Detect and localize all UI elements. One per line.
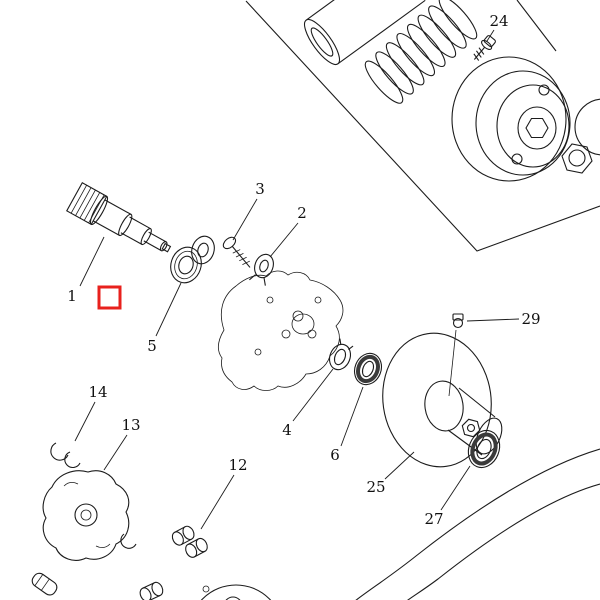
callout-label-13: 13 <box>121 416 140 434</box>
clip-14 <box>50 442 81 469</box>
callout-label-5: 5 <box>147 337 157 355</box>
panel-edge <box>245 0 600 252</box>
bolt-29-head <box>452 313 464 321</box>
callout-label-14: 14 <box>88 383 107 401</box>
leader-line-13 <box>103 434 128 471</box>
drive-belt <box>355 448 600 600</box>
leader-line-1 <box>79 236 105 287</box>
small-roller <box>139 581 164 600</box>
callout-label-27: 27 <box>424 510 443 528</box>
callout-label-12: 12 <box>228 456 247 474</box>
rollers-12 <box>171 525 208 558</box>
leader-line-6 <box>340 386 364 447</box>
panel-edge-top-right <box>516 0 557 52</box>
rear-washer <box>574 98 600 156</box>
leader-line-14 <box>74 401 96 442</box>
hub-nut <box>461 418 481 438</box>
clutch-housing <box>451 56 571 182</box>
callout-label-25: 25 <box>366 478 385 496</box>
leader-line-29 <box>466 318 520 322</box>
screw-24 <box>473 35 496 61</box>
spring-part <box>364 0 478 104</box>
callout-label-6: 6 <box>330 446 340 464</box>
callout-label-1: 1 <box>67 287 77 305</box>
weight-plate-13 <box>42 470 130 561</box>
callout-label-4: 4 <box>282 421 292 439</box>
shaft-assembly <box>66 182 172 253</box>
hex-nut <box>561 143 593 174</box>
bolt-29 <box>452 317 464 329</box>
bearing-part-5 <box>170 246 202 284</box>
panel-edge-lines <box>245 0 600 252</box>
small-clip <box>120 533 137 549</box>
leader-line-3 <box>232 198 258 241</box>
callout-label-29: 29 <box>521 310 540 328</box>
washer-part <box>191 235 215 265</box>
weight-block <box>31 572 58 596</box>
clip-4 <box>328 338 354 371</box>
driven-pulley <box>382 313 503 468</box>
callout-label-24: 24 <box>489 12 508 30</box>
leader-line-25 <box>384 451 415 480</box>
leader-line-27 <box>440 465 471 511</box>
leader-line-12 <box>200 474 235 530</box>
leader-line-2 <box>269 222 299 258</box>
callout-label-2: 2 <box>297 204 307 222</box>
leader-line-5 <box>155 282 182 337</box>
bottom-pulley <box>200 584 272 600</box>
callout-label-3: 3 <box>255 180 265 198</box>
crankcase-cover <box>218 270 344 391</box>
leader-line-4 <box>292 368 334 422</box>
leader-line-24 <box>486 29 495 42</box>
clip-2 <box>249 253 274 286</box>
seal-6 <box>353 352 383 386</box>
seal-27 <box>467 429 501 469</box>
highlight-marker <box>97 285 122 310</box>
bolt-3 <box>222 236 251 268</box>
collar-part <box>303 0 426 66</box>
